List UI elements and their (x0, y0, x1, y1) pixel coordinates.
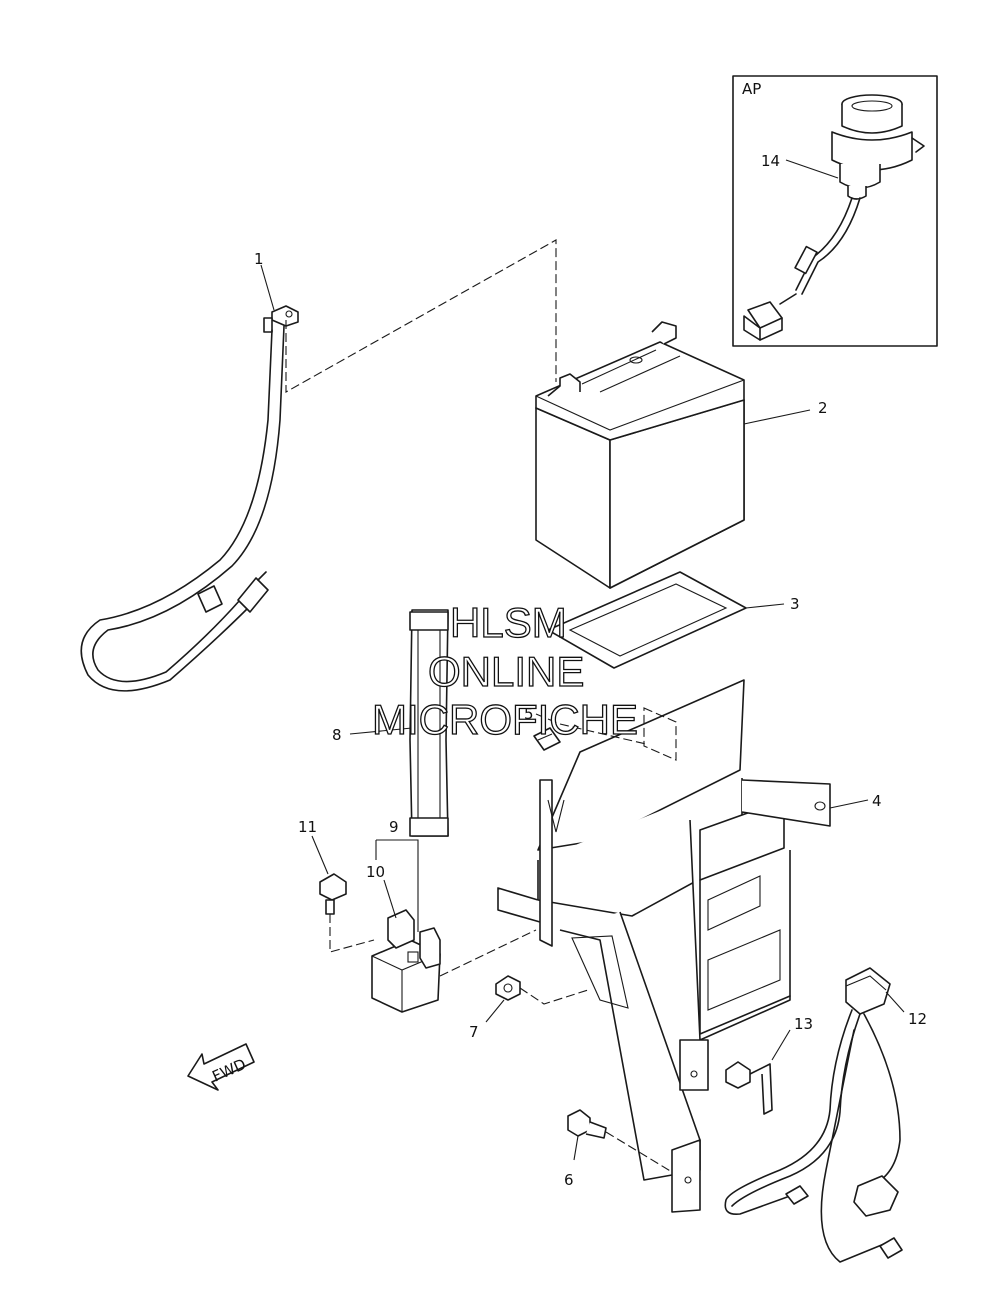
leader-3 (745, 603, 785, 609)
leader-5 (535, 713, 647, 745)
callout-2: 2 (818, 399, 828, 417)
callout-8: 8 (332, 726, 342, 744)
leader-6 (573, 1135, 579, 1161)
leader-7 (485, 999, 505, 1023)
starter-relay-part-10 (371, 909, 441, 1013)
lead-part-13 (725, 1061, 773, 1115)
nut-part-7 (495, 975, 521, 1001)
callout-1: 1 (254, 250, 264, 268)
callout-6: 6 (564, 1171, 574, 1189)
bolt-part-6 (567, 1109, 607, 1139)
callout-5: 5 (524, 705, 534, 723)
battery-cable-part-1 (80, 305, 299, 692)
inset-label: AP (742, 80, 761, 98)
dashline-cable-battery (285, 239, 557, 393)
bolt-part-11 (319, 873, 347, 915)
battery-band-part-8 (409, 609, 449, 837)
power-socket-part-14 (743, 94, 925, 341)
inset-frame (732, 75, 938, 347)
leader-4 (829, 799, 869, 809)
wire-harness-part-12 (724, 967, 903, 1263)
callout-11: 11 (298, 818, 317, 836)
battery-part-2 (535, 321, 745, 589)
inset-panel: AP 14 (732, 75, 938, 347)
leader-14 (785, 159, 839, 179)
leader-12 (885, 991, 905, 1013)
watermark: HLSM ONLINE MICROFICHE (371, 598, 638, 743)
leader-2 (743, 409, 811, 425)
leader-8 (349, 727, 413, 735)
watermark-line-3: MICROFICHE (372, 696, 638, 743)
bracket-9 (376, 839, 419, 932)
leader-11 (311, 835, 329, 875)
clip-part-5 (533, 727, 561, 751)
leader-10 (383, 879, 397, 919)
forward-direction-arrow: FWD (187, 1043, 255, 1091)
callout-3: 3 (790, 595, 800, 613)
callout-7: 7 (469, 1023, 479, 1041)
dashline-bolt-relay (329, 914, 375, 953)
leader-1 (260, 264, 275, 311)
dashline-relay-box (439, 929, 537, 977)
watermark-line-1: HLSM (450, 599, 567, 646)
battery-box-part-4 (497, 679, 831, 1213)
callout-13: 13 (794, 1015, 813, 1033)
callout-4: 4 (872, 792, 882, 810)
callout-9: 9 (389, 818, 399, 836)
callout-12: 12 (908, 1010, 927, 1028)
watermark-line-2: ONLINE (428, 648, 584, 695)
callout-14: 14 (761, 152, 780, 170)
callout-10: 10 (366, 863, 385, 881)
dashline-nut-box (519, 987, 589, 1005)
leader-13 (771, 1029, 791, 1061)
